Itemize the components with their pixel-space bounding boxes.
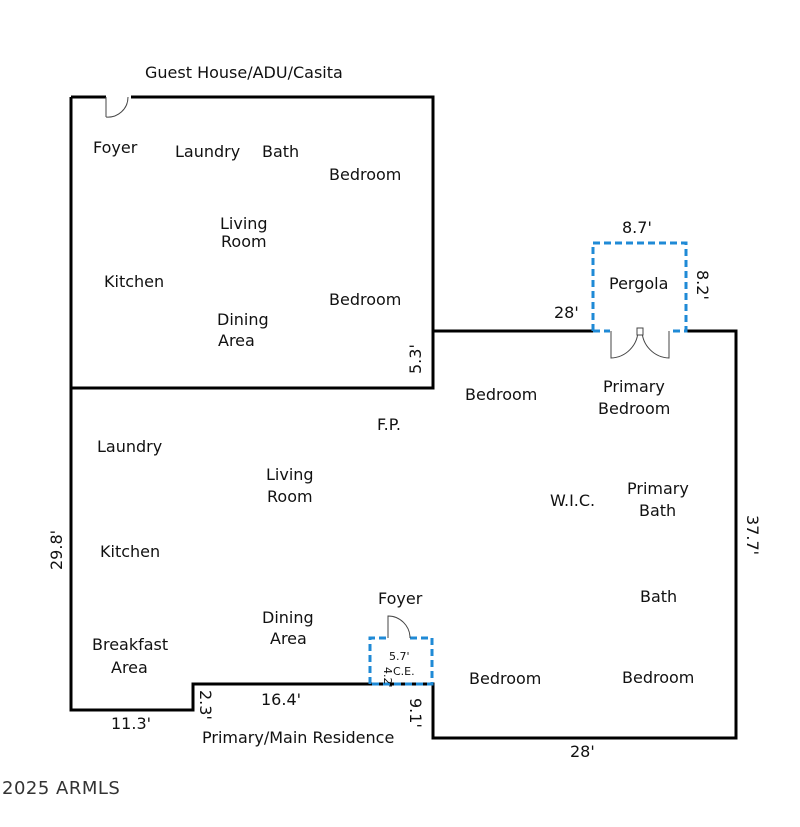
ce-outline xyxy=(368,636,434,686)
guest-foyer-door xyxy=(105,96,129,118)
main-dining-label-2: Area xyxy=(270,629,307,648)
pergola-label: Pergola xyxy=(609,274,668,293)
guest-dining-label-2: Area xyxy=(218,331,255,350)
guest-side-dimension: 5.3' xyxy=(406,344,425,374)
bottom-mid-dimension: 16.4' xyxy=(261,690,301,709)
guest-house-walls xyxy=(69,95,435,390)
primary-bath-label-1: Primary xyxy=(627,479,689,498)
main-laundry-label: Laundry xyxy=(97,437,162,456)
guest-kitchen-label: Kitchen xyxy=(104,272,164,291)
breakfast-label-2: Area xyxy=(111,658,148,677)
main-foyer-label: Foyer xyxy=(378,589,423,608)
breakfast-label-1: Breakfast xyxy=(92,635,168,654)
ce-label: C.E. xyxy=(393,665,415,678)
guest-bath-label: Bath xyxy=(262,142,299,161)
main-kitchen-label: Kitchen xyxy=(100,542,160,561)
guest-laundry-label: Laundry xyxy=(175,142,240,161)
pergola-width-dimension: 8.7' xyxy=(622,218,652,237)
guest-foyer-label: Foyer xyxy=(93,138,138,157)
bottom-left-dimension: 11.3' xyxy=(111,714,151,733)
primary-bath-label-2: Bath xyxy=(639,501,676,520)
main-dining-label-1: Dining xyxy=(262,608,314,627)
main-right-dimension: 37.7' xyxy=(743,515,762,555)
main-residence-title: Primary/Main Residence xyxy=(202,728,394,747)
main-living-label-1: Living xyxy=(266,465,314,484)
primary-bedroom-label-2: Bedroom xyxy=(598,399,670,418)
main-living-label-2: Room xyxy=(267,487,313,506)
main-bath-label: Bath xyxy=(640,587,677,606)
guest-house-title: Guest House/ADU/Casita xyxy=(145,63,343,82)
pergola-double-door xyxy=(610,327,670,359)
main-top-dimension: 28' xyxy=(554,303,579,322)
pergola-outline xyxy=(591,241,688,333)
primary-bedroom-label-1: Primary xyxy=(603,377,665,396)
guest-bedroom-1-label: Bedroom xyxy=(329,165,401,184)
fireplace-label: F.P. xyxy=(377,415,401,434)
main-left-dimension: 29.8' xyxy=(47,530,66,570)
ce-width-dimension: 5.7' xyxy=(389,650,410,663)
wic-label: W.I.C. xyxy=(550,491,595,510)
step-left-dimension: 2.3' xyxy=(196,690,215,720)
main-bedroom-bottom-right-label: Bedroom xyxy=(622,668,694,687)
guest-bedroom-2-label: Bedroom xyxy=(329,290,401,309)
guest-dining-label-1: Dining xyxy=(217,310,269,329)
main-foyer-door xyxy=(387,615,411,639)
copyright-text: 2025 ARMLS xyxy=(2,778,121,799)
step-right-dimension: 9.1' xyxy=(406,698,425,728)
pergola-depth-dimension: 8.2' xyxy=(693,270,712,300)
guest-living-label-2: Room xyxy=(221,232,267,251)
guest-living-label-1: Living xyxy=(220,214,268,233)
bottom-right-dimension: 28' xyxy=(570,742,595,761)
main-bedroom-top-label: Bedroom xyxy=(465,385,537,404)
main-bedroom-bottom-left-label: Bedroom xyxy=(469,669,541,688)
ce-depth-dimension: 4.2' xyxy=(381,667,394,688)
